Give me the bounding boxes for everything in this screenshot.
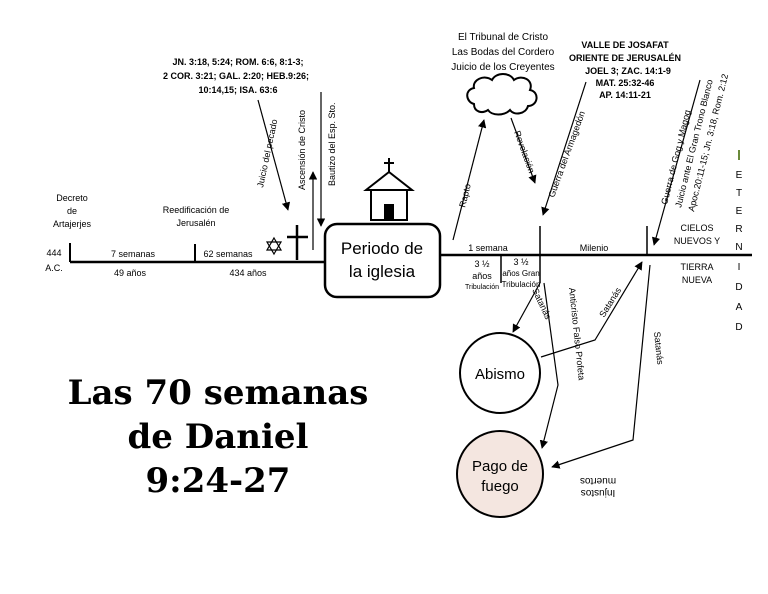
gog-magog-arrow xyxy=(651,79,701,246)
star-of-david-icon xyxy=(265,236,283,256)
satan-fire-arrow xyxy=(551,264,651,469)
lake-of-fire-line1: Pago de xyxy=(472,458,528,475)
church-icon xyxy=(363,158,415,221)
svg-text:R: R xyxy=(735,224,742,235)
title-line1: Las 70 semanas xyxy=(68,373,369,413)
lake-of-fire-line2: fuego xyxy=(481,478,519,495)
satan-down-label: Satanás xyxy=(530,287,553,322)
svg-text:T: T xyxy=(736,188,742,199)
baptism-label: Bautizo del Esp. Sto. xyxy=(327,102,337,186)
abyss-circle xyxy=(459,332,541,414)
crucifixion-refs-line1: JN. 3:18, 5:24; ROM. 6:6, 8:1-3; xyxy=(172,57,303,67)
crucifixion-refs-line3: 10:14,15; ISA. 63:6 xyxy=(198,85,277,95)
revelation-label: Revelación xyxy=(512,129,537,174)
satan-abyss-arrow xyxy=(512,282,541,333)
cloud-icon xyxy=(466,73,538,116)
sixty-two-weeks-label: 62 semanas xyxy=(203,249,253,259)
svg-text:E: E xyxy=(736,170,743,181)
rapture-label: Rapto xyxy=(457,183,473,209)
decree-line1: Decreto xyxy=(56,193,88,203)
svg-text:A: A xyxy=(736,302,743,313)
great-trib-line3: Tribulación xyxy=(502,280,541,289)
armageddon-label: Guerra del Armagedón xyxy=(546,110,587,199)
lake-of-fire-circle xyxy=(456,430,544,518)
decree-line2: de xyxy=(67,206,77,216)
millennium-label: Milenio xyxy=(580,243,609,253)
josaphat-line1: VALLE DE JOSAFAT xyxy=(581,40,669,50)
crucifixion-refs-line2: 2 COR. 3:21; GAL. 2:20; HEB.9:26; xyxy=(163,71,309,81)
start-year: 444 xyxy=(46,248,61,258)
new-earth-line2: NUEVA xyxy=(682,275,712,285)
tribunal-line1: El Tribunal de Cristo xyxy=(458,32,548,43)
josaphat-line4: MAT. 25:32-46 xyxy=(596,78,655,88)
three-half-line3: Tribulación xyxy=(465,284,499,291)
three-half-line1: 3 ½ xyxy=(474,259,490,269)
eternity-letters: E T E R N I D A D xyxy=(735,170,742,333)
svg-text:I: I xyxy=(738,262,741,273)
josaphat-line2: ORIENTE DE JERUSALÉN xyxy=(569,53,681,63)
josaphat-line5: AP. 14:11-21 xyxy=(599,90,651,100)
svg-text:E: E xyxy=(736,206,743,217)
church-period-line1: Periodo de xyxy=(341,239,423,258)
seven-weeks-label: 7 semanas xyxy=(111,249,156,259)
josaphat-line3: JOEL 3; ZAC. 14:1-9 xyxy=(585,66,671,76)
tribunal-line3: Juicio de los Creyentes xyxy=(451,62,554,73)
cross-icon xyxy=(287,225,308,260)
title-line3: 9:24-27 xyxy=(146,461,291,501)
new-heavens-line2: NUEVOS Y xyxy=(674,236,720,246)
three-half-line2: años xyxy=(472,271,492,281)
start-era: A.C. xyxy=(45,263,63,273)
satan-release-arrow xyxy=(540,261,643,358)
judgment-of-sin-label: Juicio del pecado xyxy=(255,118,279,188)
decree-line3: Artajerjes xyxy=(53,219,92,229)
unjust-dead-line1: Injustos xyxy=(581,487,615,498)
judgment-arrow xyxy=(257,99,291,211)
svg-text:N: N xyxy=(735,242,742,253)
antichrist-arrow xyxy=(539,282,559,449)
new-earth-line1: TIERRA xyxy=(680,262,713,272)
armageddon-arrow xyxy=(541,81,587,216)
new-heavens-line1: CIELOS xyxy=(680,223,713,233)
svg-text:D: D xyxy=(735,282,742,293)
antichrist-label: Anticristo Falso Profeta xyxy=(567,287,587,381)
satan-right-label: Satanás xyxy=(652,331,665,365)
tribunal-line2: Las Bodas del Cordero xyxy=(452,47,555,58)
rebuild-line1: Reedificación de xyxy=(163,205,230,215)
abyss-label: Abismo xyxy=(475,366,525,383)
rebuild-line2: Jerusalén xyxy=(176,218,215,228)
unjust-dead-line2: muertos xyxy=(580,475,616,486)
church-period-line2: la iglesia xyxy=(349,262,416,281)
one-week-label: 1 semana xyxy=(468,243,508,253)
great-trib-line2: años Gran xyxy=(502,269,539,278)
svg-text:D: D xyxy=(735,322,742,333)
revelation-arrow xyxy=(510,117,537,184)
church-period-box xyxy=(323,222,442,299)
ascension-label: Ascensión de Cristo xyxy=(297,110,307,190)
rapture-arrow xyxy=(452,119,487,241)
great-trib-line1: 3 ½ xyxy=(513,257,529,267)
four-hundred-thirty-four-years-label: 434 años xyxy=(229,268,267,278)
title-line2: de Daniel xyxy=(128,417,309,457)
forty-nine-years-label: 49 años xyxy=(114,268,147,278)
